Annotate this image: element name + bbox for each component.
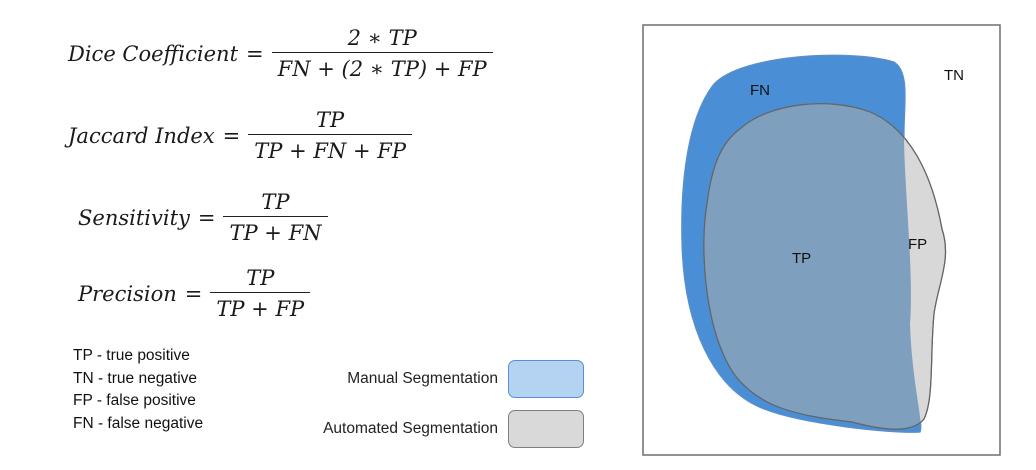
automated-segmentation-legend: Automated Segmentation — [323, 410, 584, 448]
jaccard-index-formula: Jaccard Index = TP TP + FN + FP — [68, 108, 412, 163]
formula-denominator: TP + FP — [210, 292, 311, 321]
abbreviation-item: FN - false negative — [73, 414, 204, 432]
tn-label: TN — [944, 67, 964, 84]
manual-segmentation-legend: Manual Segmentation — [347, 360, 584, 398]
manual-segmentation-swatch — [508, 360, 584, 398]
segmentation-overlap-diagram: FN TN TP FP — [642, 24, 1001, 456]
equals-sign: = — [222, 123, 241, 148]
fn-label: FN — [750, 82, 770, 99]
automated-segmentation-swatch — [508, 410, 584, 448]
formula-denominator: TP + FN — [223, 216, 328, 245]
formula-denominator: FN + (2 ∗ TP) + FP — [271, 52, 493, 81]
legend-label: Manual Segmentation — [347, 370, 498, 387]
dice-coefficient-formula: Dice Coefficient = 2 ∗ TP FN + (2 ∗ TP) … — [68, 26, 493, 81]
abbreviation-item: FP - false positive — [73, 392, 196, 409]
formula-fraction: TP TP + FN + FP — [248, 108, 412, 163]
formula-numerator: TP — [246, 266, 275, 290]
true-positive-overlap-region — [703, 103, 921, 430]
equals-sign: = — [246, 41, 264, 66]
formula-lhs: Dice Coefficient — [68, 41, 239, 66]
abbreviation-item: TP - true positive — [73, 347, 190, 364]
automated-segmentation-outline — [703, 103, 947, 430]
equals-sign: = — [197, 205, 216, 230]
formula-denominator: TP + FN + FP — [248, 134, 412, 163]
formula-numerator: TP — [261, 190, 290, 214]
formula-fraction: TP TP + FP — [210, 266, 311, 321]
formula-fraction: 2 ∗ TP FN + (2 ∗ TP) + FP — [271, 26, 493, 81]
formula-numerator: 2 ∗ TP — [347, 26, 417, 50]
fp-label: FP — [908, 236, 927, 253]
legend-label: Automated Segmentation — [323, 420, 498, 437]
formula-fraction: TP TP + FN — [223, 190, 328, 245]
formula-lhs: Sensitivity — [78, 205, 190, 230]
tp-label: TP — [792, 250, 811, 267]
formula-lhs: Precision — [78, 281, 177, 306]
sensitivity-formula: Sensitivity = TP TP + FN — [78, 190, 328, 245]
equals-sign: = — [184, 281, 203, 306]
formula-lhs: Jaccard Index — [68, 123, 215, 148]
abbreviation-item: TN - true negative — [73, 369, 198, 387]
abbreviation-list: TP - true positive TN - true negative FP… — [73, 345, 203, 435]
precision-formula: Precision = TP TP + FP — [78, 266, 311, 321]
formula-numerator: TP — [316, 108, 345, 132]
